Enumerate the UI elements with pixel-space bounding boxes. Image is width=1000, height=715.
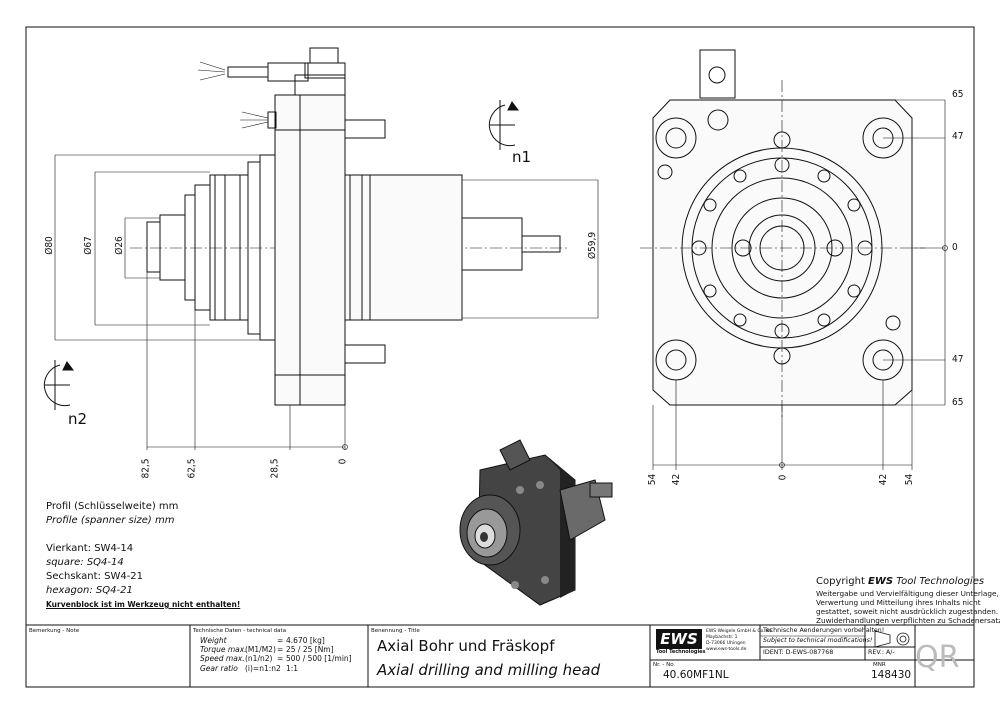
iso-3d-render <box>459 439 613 606</box>
number-label: Nr. - No. <box>653 662 676 668</box>
change-note-en: Subject to technical modifications! <box>763 637 873 644</box>
mnr-number: 148430 <box>871 669 912 681</box>
dim-right-65-top: 65 <box>952 89 964 100</box>
copyright-line-2: Verwertung und Mitteilung ihres Inhalts … <box>816 598 981 607</box>
dim-dia-67: Ø67 <box>82 236 94 255</box>
dim-bottom-54-right: 54 <box>904 473 916 486</box>
drawing-number: 40.60MF1NL <box>663 669 729 681</box>
copyright-line-3: gestattet, soweit nicht ausdrücklich zug… <box>816 607 999 616</box>
profile-note: Kurvenblock ist im Werkzeug nicht enthal… <box>46 600 241 609</box>
dim-right-65-bottom: 65 <box>952 397 964 408</box>
profile-hex-de: Sechskant: SW4-21 <box>46 571 144 582</box>
rotation-label-n1: n1 <box>512 148 532 166</box>
dim-dia-26: Ø26 <box>113 236 125 255</box>
title-en: Axial drilling and milling head <box>377 661 601 679</box>
profile-square-de: Vierkant: SW4-14 <box>46 543 134 554</box>
company-line-1: EWS Weigele GmbH & Co. KG <box>706 629 773 634</box>
title-de: Axial Bohr und Fräskopf <box>377 637 555 655</box>
tech-row-torque-sym: (M1/M2) <box>245 645 276 654</box>
tech-row-torque-label: Torque max. <box>200 645 247 654</box>
tech-data-label: Technische Daten - technical data <box>193 628 287 634</box>
ident-number: IDENT: D-EWS-087768 <box>763 649 834 656</box>
tech-row-weight-sep: = <box>277 636 284 645</box>
side-view-dimensions <box>54 154 599 450</box>
dim-right-0: 0 <box>952 242 958 253</box>
dim-62-5: 62,5 <box>186 458 198 479</box>
front-view-dimensions <box>652 99 946 470</box>
profile-hex-en: hexagon: SQ4-21 <box>46 585 133 596</box>
remark-label: Bemerkung - Note <box>29 628 80 634</box>
profile-title-en: Profile (spanner size) mm <box>46 515 175 526</box>
tech-row-weight-label: Weight <box>200 636 227 645</box>
dim-dia-80: Ø80 <box>43 236 55 255</box>
tech-row-ratio-label: Gear ratio <box>200 664 238 673</box>
projection-symbol <box>874 630 910 648</box>
tech-row-torque-value: 25 / 25 [Nm] <box>286 645 334 654</box>
revision: REV.: A/- <box>868 649 895 656</box>
dim-0: 0 <box>337 458 349 465</box>
profile-title-de: Profil (Schlüsselweite) mm <box>46 501 179 512</box>
dim-82-5: 82,5 <box>140 458 152 479</box>
title-label: Benennung - Title <box>371 628 420 634</box>
mnr-label: MNR <box>873 662 886 668</box>
tech-row-speed-value: 500 / 500 [1/min] <box>286 654 352 663</box>
tech-row-speed-label: Speed max. <box>200 654 245 663</box>
dim-bottom-54-left: 54 <box>647 473 659 486</box>
side-view <box>130 47 570 406</box>
qr-placeholder: QR <box>915 640 960 675</box>
dim-bottom-0: 0 <box>777 474 789 481</box>
ews-logo-sub: Tool Technologies <box>656 649 706 655</box>
copyright-line-4: Zuwiderhandlungen verpflichten zu Schade… <box>816 616 1000 625</box>
company-line-2: Maybachstr. 1 <box>706 635 738 640</box>
company-line-4: www.ews-tools.de <box>706 647 747 652</box>
change-note-de: Technische Aenderungen vorbehalten! <box>763 627 885 634</box>
front-view <box>640 49 925 420</box>
tech-row-weight-value: 4.670 [kg] <box>286 636 325 645</box>
dim-bottom-42-left: 42 <box>671 473 683 486</box>
tech-row-speed-sym: (n1/n2) <box>245 654 273 663</box>
dim-dia-59-9: Ø59,9 <box>587 231 599 260</box>
rotation-label-n2: n2 <box>68 410 88 428</box>
tech-row-speed-sep: = <box>277 654 284 663</box>
dim-28-5: 28,5 <box>269 458 281 479</box>
copyright-line-1: Weitergabe und Vervielfältigung dieser U… <box>816 589 999 598</box>
ews-logo: EWS <box>656 629 702 649</box>
tech-row-ratio-sym: (i)=n1:n2 <box>245 664 281 673</box>
dim-right-47-top: 47 <box>952 131 964 142</box>
company-line-3: D-73066 Uhingen <box>706 641 746 646</box>
tech-row-ratio-value: 1:1 <box>286 664 299 673</box>
dim-bottom-42-right: 42 <box>878 473 890 486</box>
rotation-arrow-n1 <box>488 100 519 150</box>
dim-right-47-bottom: 47 <box>952 354 964 365</box>
copyright-title: Copyright EWS Tool Technologies <box>816 576 985 587</box>
rotation-arrow-n2 <box>43 360 74 410</box>
profile-square-en: square: SQ4-14 <box>46 557 124 568</box>
tech-row-torque-sep: = <box>277 645 284 654</box>
